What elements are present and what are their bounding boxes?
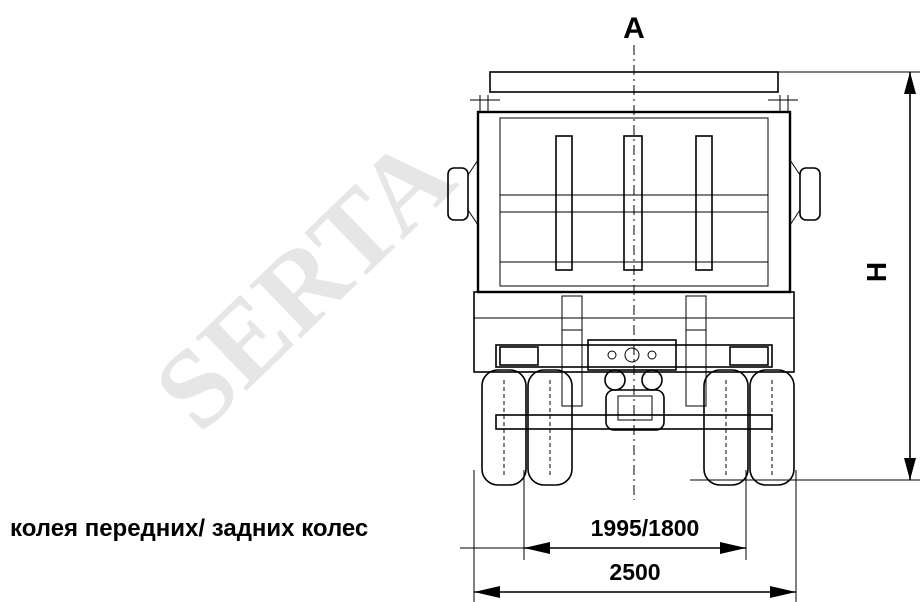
track-dimension [460, 470, 747, 560]
truck-body [447, 71, 920, 486]
width-dimension [473, 470, 797, 602]
watermark: SERTA [131, 113, 477, 453]
width-value: 2500 [609, 559, 660, 585]
height-label: H [861, 262, 892, 282]
track-value: 1995/1800 [591, 515, 700, 541]
height-dimension [778, 71, 920, 480]
view-label: A [623, 12, 645, 45]
track-caption: колея передних/ задних колес [10, 515, 368, 542]
